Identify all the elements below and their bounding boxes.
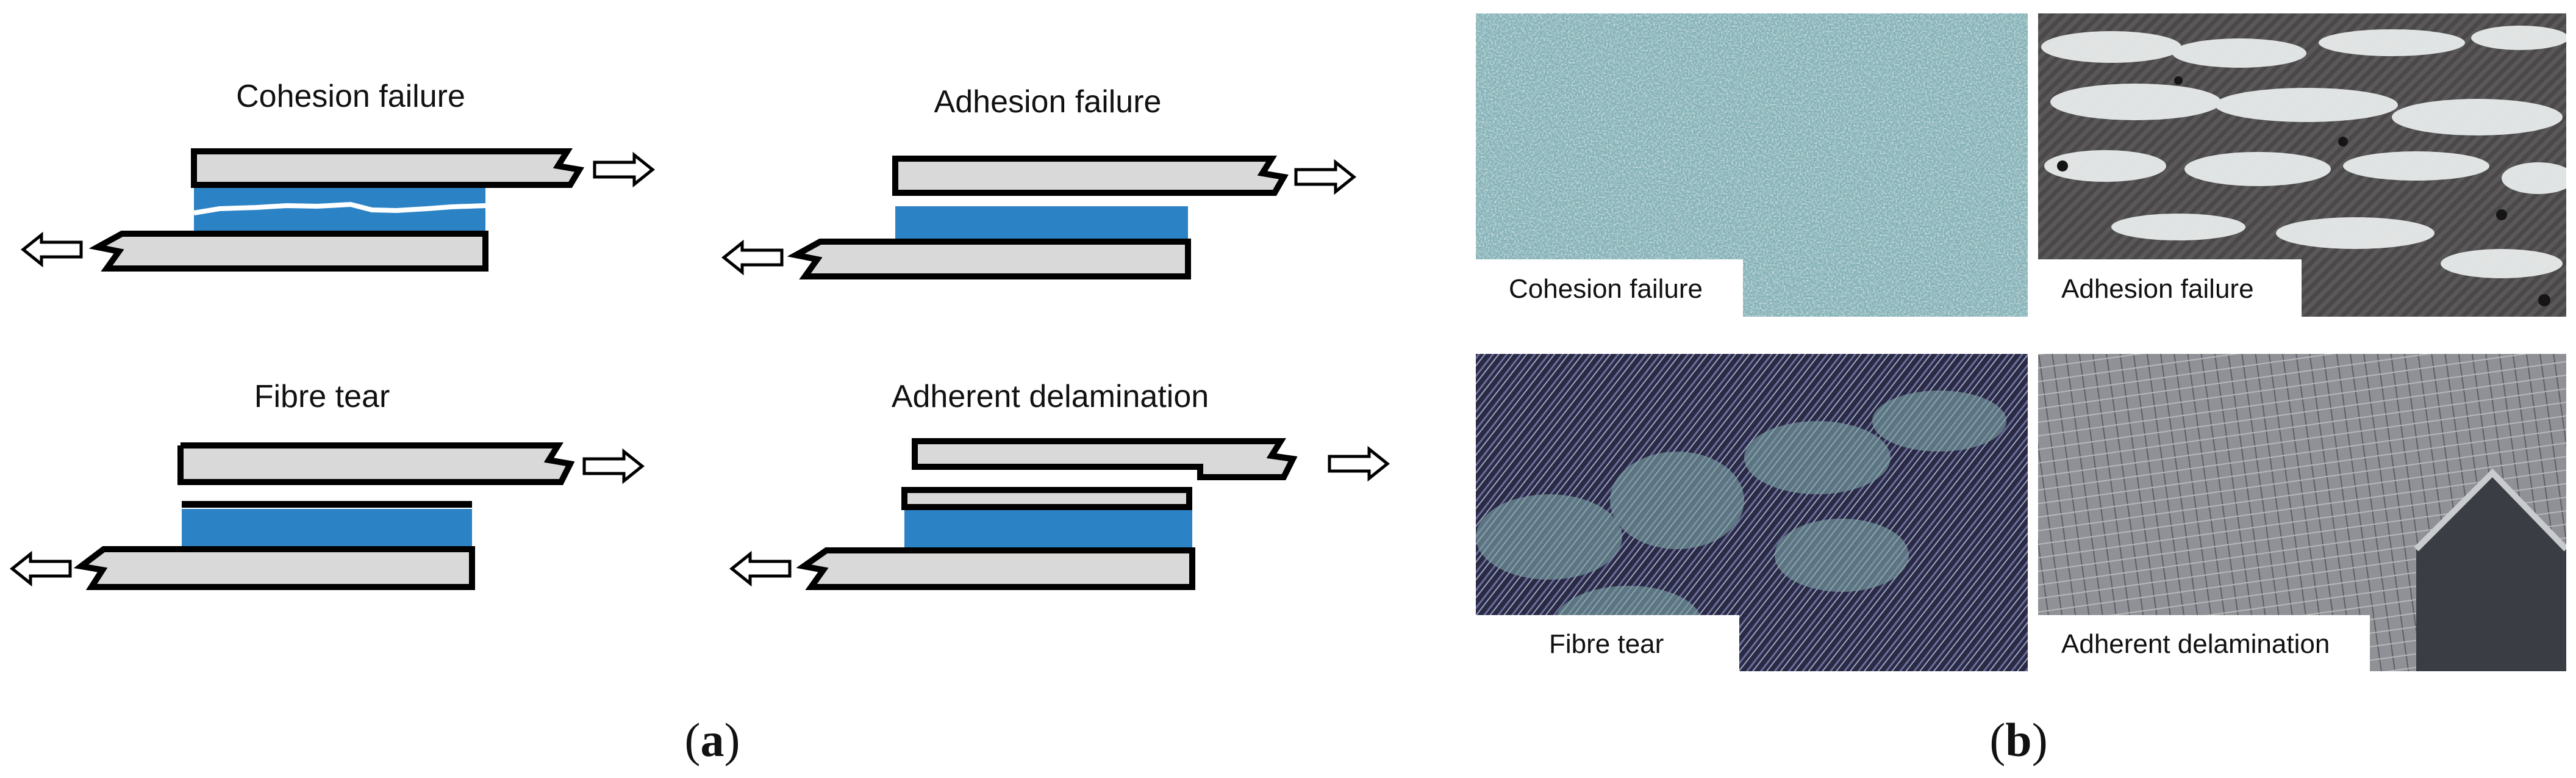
upper-adherend bbox=[892, 156, 1289, 196]
joint-diagrams: .adh { fill: #2b83c6; } .plate { fill: #… bbox=[9, 148, 1390, 590]
upper-adherend bbox=[191, 148, 585, 188]
adhesive-layer bbox=[904, 510, 1192, 550]
title-cohesion-failure: Cohesion failure bbox=[236, 79, 465, 114]
arrow-right-icon bbox=[1328, 445, 1390, 482]
upper-adherend bbox=[177, 442, 575, 485]
lower-adherend bbox=[796, 547, 1195, 590]
crack-line bbox=[193, 201, 486, 215]
adhesive-layer bbox=[895, 206, 1188, 242]
title-fibre-tear: Fibre tear bbox=[254, 379, 390, 414]
photo-fibre-tear bbox=[1476, 354, 2028, 671]
subfigure-label-b: (b) bbox=[1989, 713, 2048, 766]
title-adhesion-failure: Adhesion failure bbox=[934, 84, 1162, 120]
peeled-fibre-layer bbox=[182, 501, 472, 508]
lower-adherend bbox=[88, 231, 488, 272]
delamination-diagram bbox=[729, 438, 1390, 590]
lower-adherend bbox=[787, 239, 1191, 279]
upper-adherend bbox=[912, 438, 1298, 480]
subfigure-label-a: (a) bbox=[684, 713, 740, 766]
title-adherent-delamination: Adherent delamination bbox=[891, 379, 1209, 414]
arrow-left-icon bbox=[729, 550, 792, 587]
label-a-letter: a bbox=[700, 713, 724, 766]
caption-adherent-delamination: Adherent delamination bbox=[2038, 615, 2370, 673]
adhesion-diagram bbox=[721, 156, 1357, 279]
arrow-left-icon bbox=[20, 231, 83, 268]
adhesive-layer bbox=[182, 509, 472, 549]
arrow-right-icon bbox=[582, 448, 645, 484]
arrow-right-icon bbox=[593, 151, 656, 188]
caption-fibre-tear: Fibre tear bbox=[1476, 615, 1739, 673]
cohesion-diagram bbox=[20, 148, 656, 272]
arrow-right-icon bbox=[1294, 159, 1357, 195]
caption-adhesion-failure: Adhesion failure bbox=[2038, 259, 2302, 319]
delaminated-ply bbox=[901, 487, 1192, 510]
label-b-letter: b bbox=[2005, 713, 2032, 766]
arrow-left-icon bbox=[9, 550, 72, 587]
lower-adherend bbox=[73, 546, 475, 590]
arrow-left-icon bbox=[721, 239, 784, 276]
fibre-tear-diagram bbox=[9, 442, 645, 590]
photo-adhesion-failure bbox=[2038, 13, 2566, 317]
caption-cohesion-failure: Cohesion failure bbox=[1476, 259, 1743, 319]
